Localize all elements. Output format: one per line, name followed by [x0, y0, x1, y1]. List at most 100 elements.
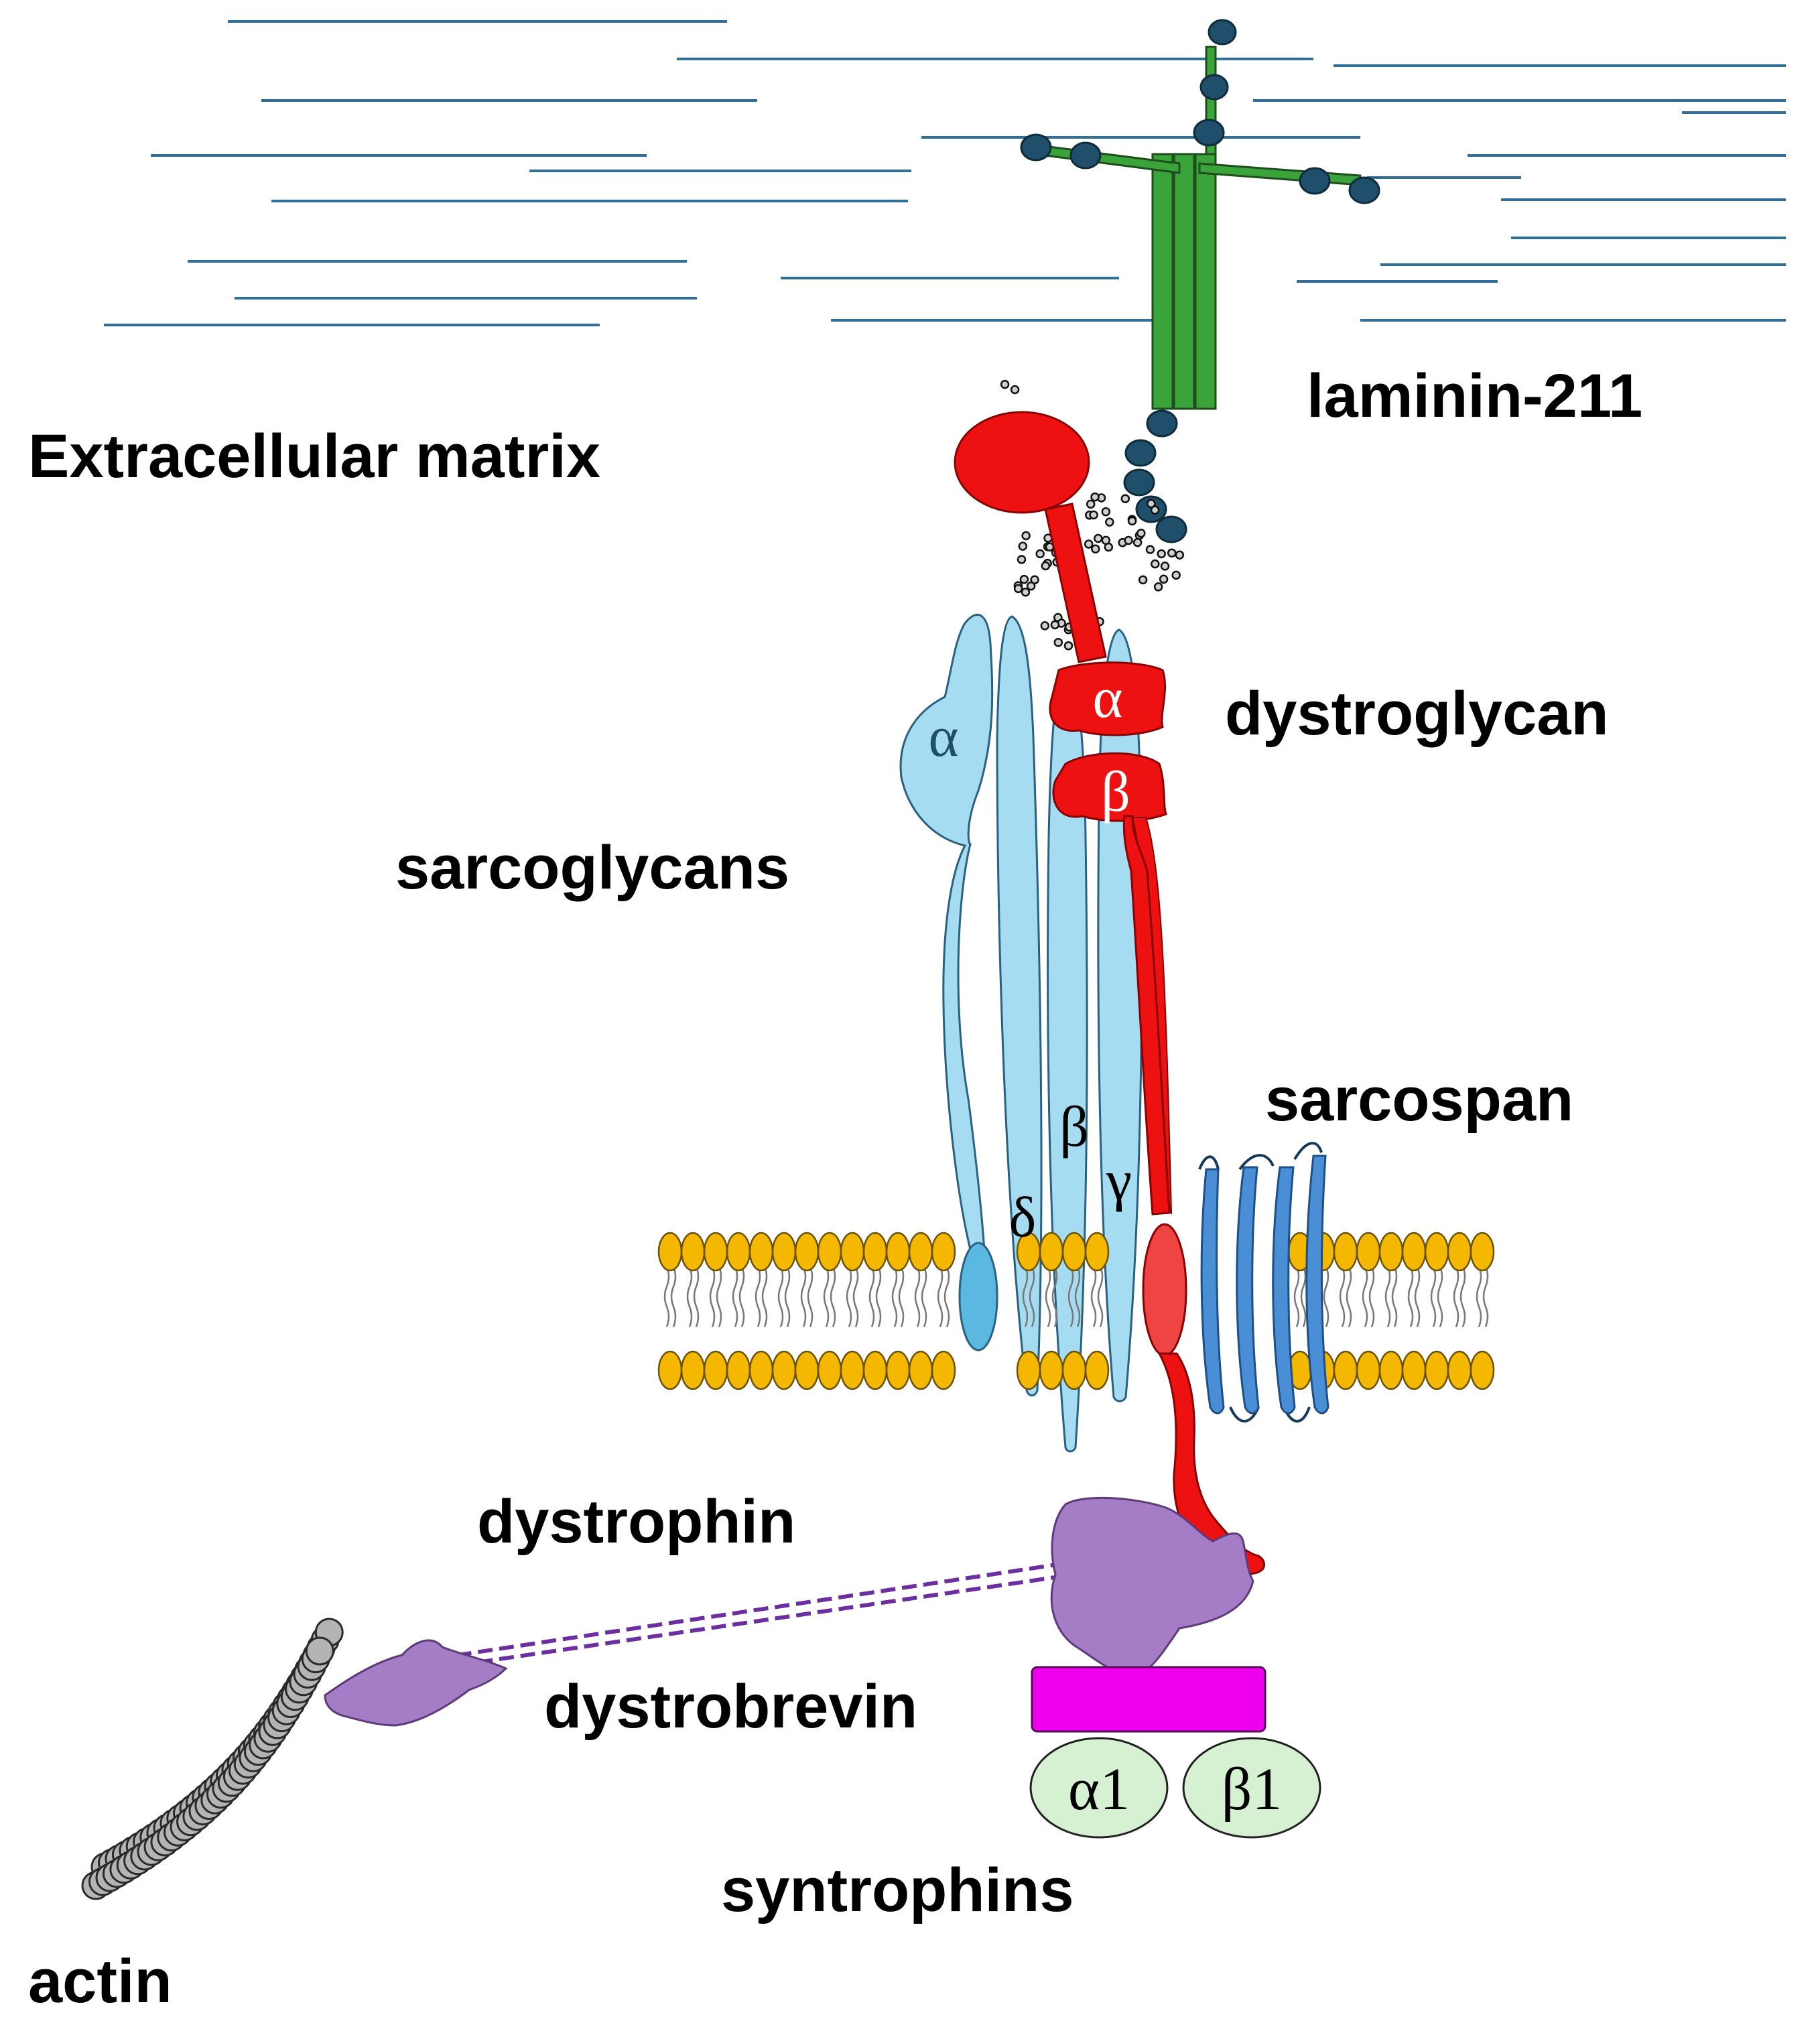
syntrophins-label: syntrophins: [721, 1856, 1074, 1924]
glycan-residue: [1041, 561, 1051, 571]
glycan-residue: [1040, 621, 1050, 631]
glycan-residue: [1159, 574, 1169, 584]
sarcoglycan-alpha-transmembrane: [958, 1242, 998, 1352]
glycan-residue: [1010, 385, 1020, 395]
glycan-residue: [1145, 545, 1155, 554]
glycan-residue: [1101, 507, 1111, 517]
dystrophin-rod-domain: [435, 1559, 1080, 1660]
glycan-residue: [1094, 533, 1103, 543]
sarcoglycan-gamma-glyph: γ: [1106, 1148, 1132, 1212]
lipid-bilayer: [657, 1232, 1495, 1390]
lipid-head: [703, 1232, 728, 1272]
glycan-residue: [1157, 549, 1166, 559]
glycan-residue: [1013, 584, 1023, 594]
extracellular-matrix-fibers: [104, 20, 1786, 326]
sarcoglycan-delta: [996, 615, 1043, 1396]
lipid-head: [794, 1232, 820, 1272]
sarcoglycans-label: sarcoglycans: [395, 834, 789, 902]
glycan-residue: [1018, 541, 1028, 551]
lipid-head: [1084, 1232, 1110, 1272]
lipid-head: [862, 1232, 888, 1272]
glycan-residue: [1084, 539, 1094, 549]
extracellular-matrix-label: Extracellular matrix: [28, 422, 600, 490]
glycan-residue: [1000, 379, 1010, 389]
lipid-head: [885, 1232, 911, 1272]
lipid-head: [1447, 1350, 1472, 1390]
lipid-head: [1039, 1350, 1064, 1390]
glycan-residue: [1160, 562, 1170, 571]
glycan-residue: [1147, 499, 1156, 509]
dystroglycan-label: dystroglycan: [1225, 679, 1609, 748]
sarcoglycan-gamma: [1097, 629, 1143, 1402]
glycan-residue: [1021, 531, 1031, 541]
dystroglycan-alpha-glyph: α: [1092, 665, 1122, 730]
lipid-head: [703, 1350, 728, 1390]
glycan-residue: [1021, 587, 1031, 597]
laminin-211: [1020, 19, 1380, 543]
lipid-head: [1401, 1232, 1427, 1272]
dystrophin: [324, 1496, 1254, 1727]
lipid-head: [1039, 1232, 1064, 1272]
glycan-residue: [1089, 510, 1098, 520]
lipid-head: [1378, 1232, 1404, 1272]
sarcoglycan-delta-glyph: δ: [1009, 1185, 1037, 1249]
sarcoglycan-beta-glyph: β: [1059, 1094, 1089, 1159]
syntrophins: [1029, 1737, 1321, 1839]
glycan-residue: [1138, 575, 1148, 585]
lipid-head: [1424, 1232, 1449, 1272]
syntrophin-alpha1: [1029, 1737, 1169, 1839]
dystroglycan: [954, 411, 1265, 1575]
lipid-head: [931, 1350, 956, 1390]
syntrophin-beta1: [1182, 1737, 1321, 1839]
actin-label: actin: [28, 1947, 172, 2016]
lipid-head: [1424, 1350, 1449, 1390]
glycan-residue: [1053, 637, 1063, 647]
dystroglycan-alpha-domain: [1049, 661, 1166, 736]
lipid-head: [680, 1350, 706, 1390]
lipid-head: [1084, 1350, 1110, 1390]
glycan-residue: [1120, 494, 1130, 503]
sarcospan-label: sarcospan: [1265, 1065, 1573, 1134]
lipid-head: [885, 1350, 911, 1390]
lipid-head: [1470, 1232, 1495, 1272]
lipid-head: [726, 1232, 751, 1272]
glycan-residue: [1151, 559, 1160, 569]
lipid-head: [749, 1232, 774, 1272]
lipid-head: [726, 1350, 751, 1390]
lipid-head: [1333, 1232, 1358, 1272]
glycan-residue: [1132, 537, 1143, 547]
lipid-head: [817, 1232, 842, 1272]
glycan-residue: [1171, 570, 1181, 580]
lipid-head: [794, 1350, 820, 1390]
glycan-residue: [1050, 620, 1060, 630]
glycan-residue: [1175, 550, 1185, 560]
lipid-head: [1401, 1350, 1427, 1390]
lipid-head: [1378, 1350, 1404, 1390]
lipid-head: [817, 1350, 842, 1390]
glycan-residue: [1063, 641, 1074, 651]
glycan-residue: [1035, 549, 1045, 559]
lipid-head: [1016, 1350, 1041, 1390]
lipid-head: [771, 1350, 797, 1390]
syntrophin-beta1-glyph: β1: [1222, 1756, 1283, 1823]
sarcoglycan-alpha-glyph: α: [928, 704, 958, 769]
lipid-head: [908, 1350, 933, 1390]
actin-filament: [81, 1618, 344, 1900]
dystroglycan-alpha-head: [954, 411, 1090, 514]
laminin-beads: [1020, 19, 1380, 543]
laminin-label: laminin-211: [1307, 362, 1642, 430]
lipid-head: [931, 1232, 956, 1272]
lipid-head: [862, 1350, 888, 1390]
lipid-head: [749, 1350, 774, 1390]
lipid-head: [1061, 1350, 1087, 1390]
glycan-residue: [1101, 535, 1111, 545]
lipid-head: [1356, 1350, 1381, 1390]
dystrophin-label: dystrophin: [477, 1488, 795, 1556]
lipid-head: [908, 1232, 933, 1272]
lipid-head: [657, 1350, 683, 1390]
sarcospan: [1198, 1142, 1329, 1423]
actin-monomer: [305, 1636, 334, 1666]
lipid-head: [840, 1232, 865, 1272]
lipid-head: [840, 1350, 865, 1390]
